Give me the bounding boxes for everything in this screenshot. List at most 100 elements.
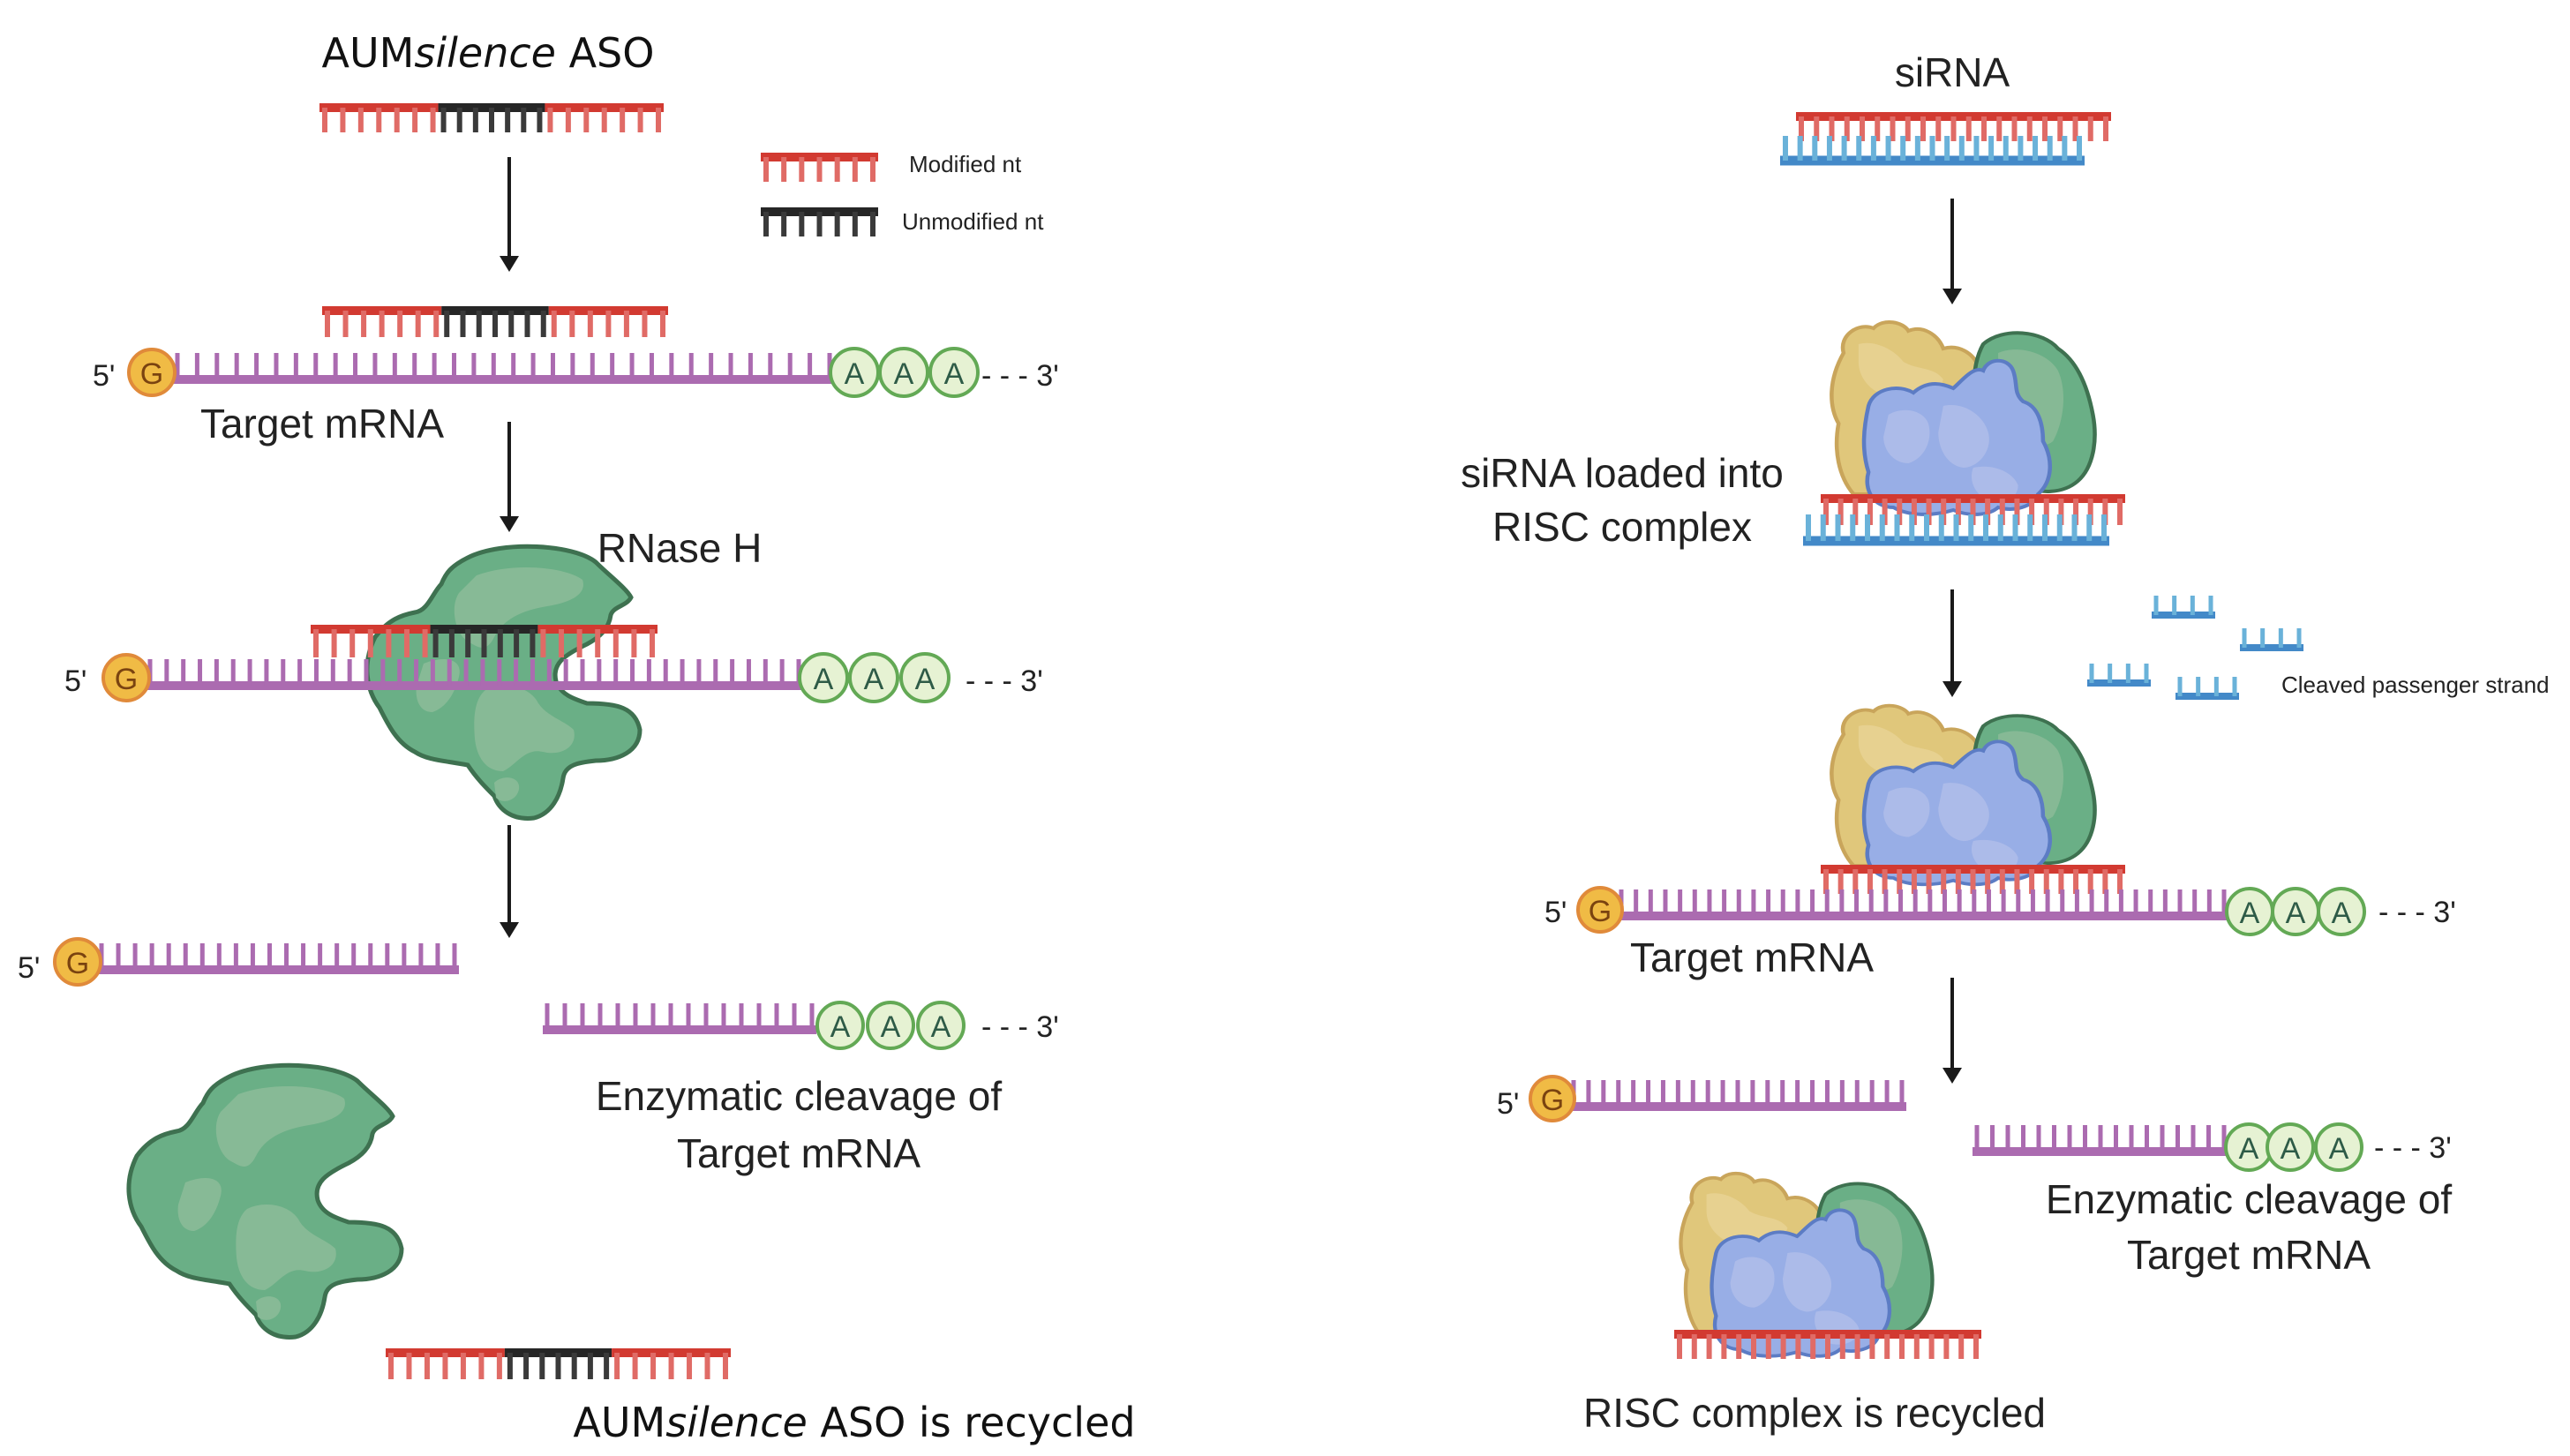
nucleotide-tick [523, 1353, 530, 1379]
nucleotide-tick [361, 311, 367, 337]
sirna-guide-strand [1674, 1330, 1981, 1359]
nucleotide-tick [1867, 869, 1873, 894]
nucleotide-tick [633, 1003, 638, 1030]
nucleotide-tick [605, 311, 612, 337]
nucleotide-tick [668, 1003, 673, 1030]
nucleotide-tick [264, 659, 269, 686]
nucleotide-tick [540, 311, 546, 337]
nucleotide-tick [1911, 499, 1917, 525]
nucleotide-tick [2160, 1125, 2165, 1152]
nucleotide-tick [2036, 1125, 2041, 1152]
nucleotide-tick [1854, 889, 1860, 916]
nucleotide-tick [216, 943, 222, 970]
nucleotide-tick [2003, 136, 2009, 161]
sirna-title: siRNA [1895, 49, 2010, 95]
nucleotide-tick [432, 629, 439, 657]
polya-circle [916, 1001, 966, 1050]
nucleotide-tick [2098, 1125, 2103, 1152]
cleavage-label-line1: Enzymatic cleavage of [2046, 1176, 2452, 1222]
polya-letter: A [915, 663, 936, 696]
strand-backbone [2240, 644, 2303, 651]
nucleotide-tick [2148, 889, 2153, 916]
nucleotide-tick [1814, 116, 1820, 141]
passenger-fragment [2152, 596, 2215, 619]
nucleotide-tick [576, 629, 582, 657]
nucleotide-tick [1958, 136, 1965, 161]
nucleotide-tick [511, 353, 516, 379]
nucleotide-tick [1835, 514, 1841, 541]
polya-circle [2317, 887, 2366, 936]
sirna-guide-strand [1821, 865, 2125, 894]
nucleotide-tick [632, 1353, 638, 1379]
nucleotide-tick [1660, 1080, 1665, 1107]
nucleotide-tick [1897, 499, 1903, 525]
nucleotide-tick [2086, 514, 2093, 541]
nucleotide-tick [580, 1003, 585, 1030]
nucleotide-tick [601, 108, 607, 132]
nucleotide-tick [1926, 869, 1932, 894]
polya-letter: A [830, 1010, 851, 1044]
sirna-passenger-strand [1780, 136, 2085, 166]
nucleotide-tick [430, 659, 435, 686]
nucleotide-tick [650, 629, 655, 657]
nucleotide-tick [313, 629, 319, 657]
nucleotide-tick [2260, 628, 2266, 648]
nucleotide-tick [2108, 664, 2113, 683]
nucleotide-tick [650, 1003, 656, 1030]
nucleotide-tick [2133, 889, 2138, 916]
nucleotide-tick [386, 629, 392, 657]
nucleotide-tick [852, 212, 858, 236]
nucleotide-tick [1968, 514, 1974, 541]
nucleotide-tick [763, 659, 768, 686]
aso-recycled-suffix: ASO is recycled [808, 1399, 1136, 1446]
nucleotide-tick [353, 353, 358, 379]
nucleotide-tick [199, 943, 205, 970]
polya-circle [928, 347, 980, 398]
nucleotide-tick [1634, 889, 1639, 916]
polya-letter: A [2240, 897, 2260, 930]
mrna-fragment-3prime [543, 1003, 816, 1034]
sirna-passenger-strand [1803, 514, 2109, 546]
nucleotide-tick [1999, 499, 2005, 525]
nucleotide-tick [713, 659, 718, 686]
aso-recycled-prefix: AUM [573, 1399, 665, 1446]
polya-letter: A [931, 1010, 951, 1044]
nucleotide-tick [703, 1003, 709, 1030]
nucleotide-tick [1965, 116, 1972, 141]
nucleotide-tick [372, 353, 378, 379]
nucleotide-tick [696, 659, 702, 686]
nucleotide-tick [447, 659, 452, 686]
polya-circle [815, 1001, 865, 1050]
polya-a-icon: A [798, 652, 849, 703]
nucleotide-tick [774, 1003, 779, 1030]
polya-letter: A [2286, 897, 2306, 930]
nucleotide-tick [1824, 1080, 1830, 1107]
nucleotide-tick [1841, 136, 1847, 161]
nucleotide-tick [779, 659, 785, 686]
nucleotide-tick [247, 659, 252, 686]
nucleotide-tick [2026, 116, 2033, 141]
nucleotide-tick [1839, 889, 1845, 916]
arrowhead-icon [500, 516, 519, 532]
nucleotide-tick [1844, 116, 1850, 141]
nucleotide-tick [1885, 136, 1891, 161]
nucleotide-tick [2177, 677, 2183, 696]
nucleotide-tick [440, 108, 447, 132]
nucleotide-tick [610, 353, 615, 379]
nucleotide-tick [1924, 514, 1929, 541]
nucleotide-tick [2196, 677, 2201, 696]
nucleotide-tick [233, 943, 238, 970]
nucleotide-tick [539, 1353, 545, 1379]
nucleotide-tick [1692, 889, 1697, 916]
nucleotide-tick [1928, 1334, 1935, 1359]
nucleotide-tick [1912, 889, 1918, 916]
nucleotide-tick [2125, 664, 2130, 683]
nucleotide-tick [756, 1003, 762, 1030]
nucleotide-tick [2021, 1125, 2025, 1152]
nucleotide-tick [392, 353, 397, 379]
nucleotide-tick [2033, 136, 2039, 161]
aso-title-suffix: ASO [556, 29, 655, 77]
arrowhead-icon [1943, 681, 1962, 697]
nucleotide-tick [1722, 889, 1727, 916]
